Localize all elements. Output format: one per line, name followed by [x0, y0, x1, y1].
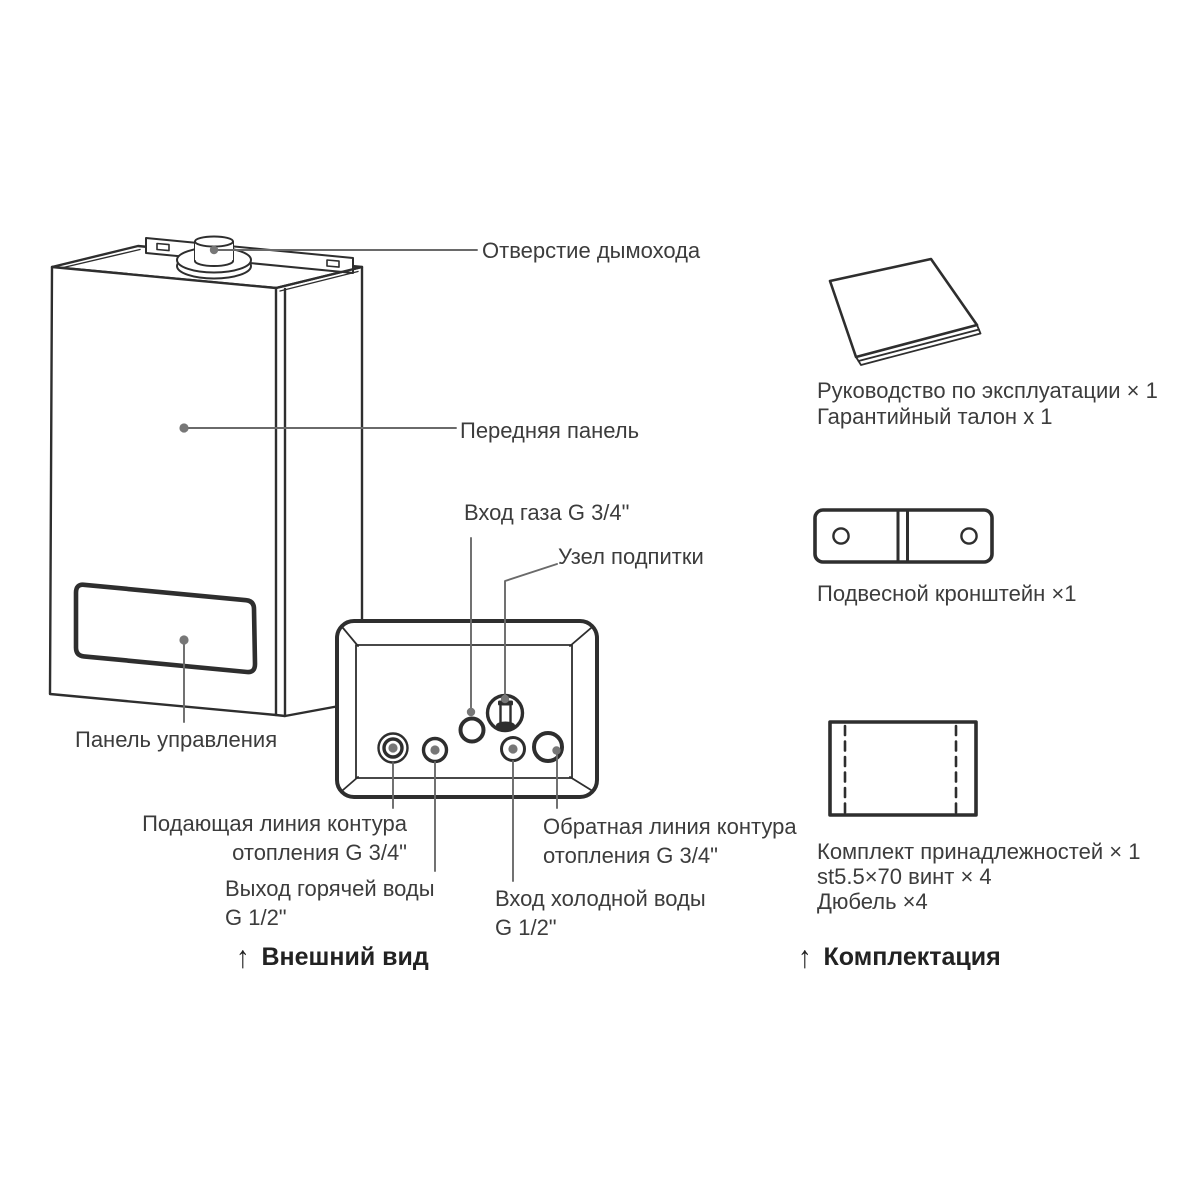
leader-dots — [179, 245, 561, 755]
caption-external-view-label: Внешний вид — [261, 943, 429, 971]
boiler-drawing — [48, 235, 364, 718]
label-heating-supply: Подающая линия контура отопления G 3/4" — [142, 811, 407, 865]
label-operation-manual: Руководство по эксплуатации × 1 Гарантий… — [817, 378, 1158, 429]
manual-book-drawing — [828, 257, 982, 366]
label-mounting-bracket: Подвесной кронштейн ×1 — [817, 581, 1077, 606]
caption-package-contents-label: Комплектация — [823, 943, 1001, 971]
accessory-box-drawing — [828, 720, 978, 819]
up-arrow-icon: ↑ — [798, 939, 812, 975]
up-arrow-icon: ↑ — [236, 939, 250, 975]
label-accessory-kit: Комплект принадлежностей × 1 st5.5×70 ви… — [817, 839, 1141, 914]
label-front-panel: Передняя панель — [460, 418, 640, 443]
heating-return-port — [532, 731, 564, 763]
label-cold-water-inlet: Вход холодной воды G 1/2" — [495, 886, 706, 940]
label-makeup-unit: Узел подпитки — [558, 544, 704, 569]
flue-collar — [176, 235, 252, 280]
label-flue-opening: Отверстие дымохода — [482, 238, 701, 263]
label-gas-inlet: Вход газа G 3/4" — [464, 500, 630, 525]
caption-package-contents: ↑ Комплектация — [798, 939, 1001, 975]
bottom-connections-inset — [335, 619, 599, 799]
leader-lines — [183, 249, 558, 882]
control-panel-window — [73, 582, 258, 675]
leader-makeup-unit — [504, 563, 558, 698]
caption-external-view: ↑ Внешний вид — [236, 939, 429, 975]
label-control-panel: Панель управления — [75, 727, 278, 752]
label-hot-water-outlet: Выход горячей воды G 1/2" — [225, 876, 435, 930]
gas-inlet-port — [458, 716, 486, 744]
bracket-drawing — [813, 508, 994, 564]
label-heating-return: Обратная линия контура отопления G 3/4" — [543, 814, 797, 868]
